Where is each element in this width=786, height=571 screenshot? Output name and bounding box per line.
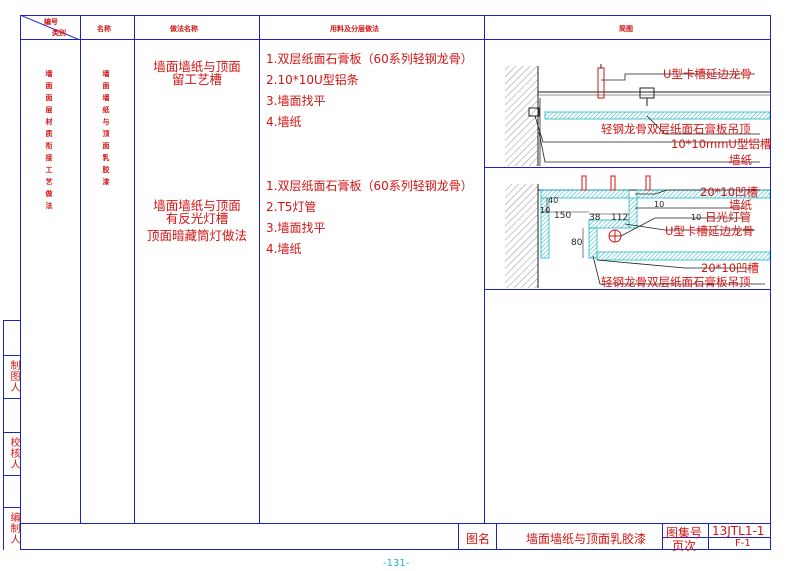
diagram2-label: 轻钢龙骨双层纸面石膏板吊顶 xyxy=(601,275,751,289)
list-item: 3.墙面找平 xyxy=(266,221,326,235)
set-no-label: 图集号 xyxy=(666,526,703,540)
category-text: 墙面面层材质衔接工艺做法 xyxy=(45,70,53,214)
header-diagonal xyxy=(20,15,80,40)
row2-material-list: 1.双层纸面石膏板（60系列轻钢龙骨） 2.T5灯管 3.墙面找平 4.墙纸 xyxy=(266,176,473,260)
dim-label: 112 xyxy=(611,213,629,223)
side-checker: 校核人 xyxy=(8,437,19,470)
header-category: 类别 xyxy=(52,29,66,37)
diagram2-label: U型卡槽延边龙骨 xyxy=(665,224,754,238)
dim-label: 10 xyxy=(540,206,551,215)
header-material: 用料及分层做法 xyxy=(330,25,379,33)
list-item: 3.墙面找平 xyxy=(266,94,326,108)
list-item: 1.双层纸面石膏板（60系列轻钢龙骨） xyxy=(266,179,473,193)
diagram1-label: U型卡槽延边龙骨 xyxy=(663,67,752,81)
header-detail: 简图 xyxy=(619,25,633,33)
diagram1-label: 轻钢龙骨双层纸面石膏板吊顶 xyxy=(601,122,751,136)
header-code: 编号 xyxy=(44,18,58,26)
row2-title-line: 有反光灯槽 xyxy=(165,211,229,226)
detail-diagram-1 xyxy=(505,64,770,166)
detail-diagram-2 xyxy=(505,175,770,288)
dim-label: 150 xyxy=(554,211,572,221)
list-item: 4.墙纸 xyxy=(266,242,302,256)
name-text: 墙面墙纸与顶面乳胶漆 xyxy=(102,70,110,190)
dim-label: 10 xyxy=(691,213,702,222)
header-name: 名称 xyxy=(97,25,111,33)
diagram1-label: 墙纸 xyxy=(729,153,752,167)
row2-title: 墙面墙纸与顶面 有反光灯槽 顶面暗藏筒灯做法 xyxy=(136,199,258,242)
list-item: 2.10*10U型铝条 xyxy=(266,73,359,87)
keel-clip xyxy=(639,87,655,99)
list-item: 4.墙纸 xyxy=(266,115,302,129)
header-practice-name: 做法名称 xyxy=(170,25,198,33)
side-drawer: 制图人 xyxy=(8,360,19,393)
page-number: -131- xyxy=(383,558,410,569)
row2-title-line: 顶面暗藏筒灯做法 xyxy=(146,228,247,243)
list-item: 1.双层纸面石膏板（60系列轻钢龙骨） xyxy=(266,52,473,66)
diagram2-label: 20*10凹槽 xyxy=(700,185,759,199)
dim-label: 40 xyxy=(548,196,559,205)
dim-label: 38 xyxy=(589,213,601,223)
diagram1-label: 10*10mmU型铝槽 xyxy=(671,137,772,151)
gypsum-board xyxy=(544,111,770,120)
drawing-name-label: 图名 xyxy=(466,532,491,546)
page-label: 页次 xyxy=(672,539,697,553)
row1-title-line: 墙面墙纸与顶面 xyxy=(153,59,241,74)
row1-title-line: 留工艺槽 xyxy=(171,72,222,87)
diagram2-label: 墙纸 xyxy=(729,198,752,212)
side-editor: 编制人 xyxy=(8,512,19,545)
dim-label: 80 xyxy=(571,238,583,248)
row2-title-line: 墙面墙纸与顶面 xyxy=(153,198,241,213)
drawing-name: 墙面墙纸与顶面乳胶漆 xyxy=(526,532,647,546)
diagram2-label: 20*10凹槽 xyxy=(701,261,760,275)
row1-material-list: 1.双层纸面石膏板（60系列轻钢龙骨） 2.10*10U型铝条 3.墙面找平 4… xyxy=(266,49,473,133)
page-code: F-1 xyxy=(735,538,751,549)
row1-title: 墙面墙纸与顶面 留工艺槽 xyxy=(136,60,258,86)
dim-label: 10 xyxy=(654,200,665,209)
set-no: 13JTL1-1 xyxy=(712,524,765,538)
hanger-rod xyxy=(597,67,605,99)
u-aluminum-groove xyxy=(528,107,540,117)
list-item: 2.T5灯管 xyxy=(266,200,317,214)
diagram2-label: 日光灯管 xyxy=(705,210,751,224)
